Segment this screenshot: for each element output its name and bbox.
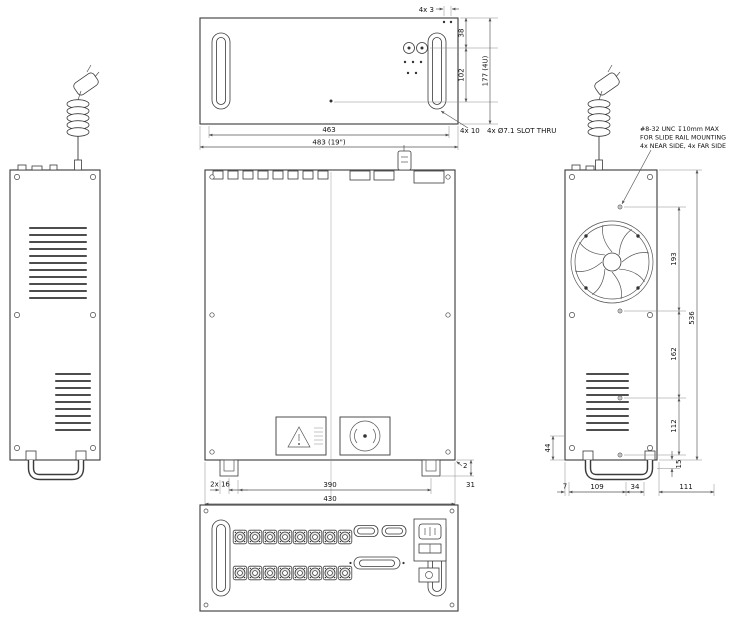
dim-side-111: 111 xyxy=(679,483,692,491)
cover-screws xyxy=(209,174,451,455)
dim-front-hole-pattern: 4x 3 xyxy=(419,6,434,14)
front-panel-view xyxy=(199,17,459,125)
dim-side-536: 536 xyxy=(688,311,696,325)
dim-top-2: 2 xyxy=(463,462,467,470)
top-view-dimensions: 2x 16 390 430 2 31 xyxy=(204,459,475,508)
dim-side-44: 44 xyxy=(544,443,552,452)
top-view xyxy=(204,145,456,497)
slide-rail-holes xyxy=(617,204,623,458)
dim-front-463: 463 xyxy=(322,126,335,134)
panel-screws-right xyxy=(569,174,653,451)
rear-corner-screws xyxy=(203,508,455,608)
front-handle-left xyxy=(219,459,239,477)
rack-slot-rear-left xyxy=(211,519,231,597)
note-slide-rail-line2: FOR SLIDE RAIL MOUNTING xyxy=(640,135,726,142)
vent-grille-lower xyxy=(54,372,92,432)
slide-rail-note: #8-32 UNC ↧10mm MAX FOR SLIDE RAIL MOUNT… xyxy=(621,126,726,205)
note-slide-rail-line3: 4x NEAR SIDE, 4x FAR SIDE xyxy=(640,143,726,150)
mains-plug-top xyxy=(397,145,412,171)
dim-front-height: 177 (4U) xyxy=(482,55,490,86)
panel-screws xyxy=(14,174,96,451)
note-slot-thru: 4x Ø7.1 SLOT THRU xyxy=(487,127,556,135)
dim-front-102: 102 xyxy=(458,68,466,81)
side-view-right xyxy=(564,164,658,481)
dim-front-38: 38 xyxy=(458,29,466,38)
vent-grille-upper xyxy=(28,226,88,300)
rack-slot-right xyxy=(427,32,447,110)
dim-side-15: 15 xyxy=(675,460,683,469)
front-dimensions: 4x 3 38 102 177 (4U) 463 483 (19") 4x 10… xyxy=(199,6,556,150)
carry-handle-right xyxy=(582,450,656,481)
dim-front-483: 483 (19") xyxy=(312,139,345,147)
dim-front-slot-offset: 4x 10 xyxy=(460,127,480,135)
front-center-hole xyxy=(329,99,333,103)
warning-label xyxy=(275,416,327,456)
dim-side-193: 193 xyxy=(670,252,678,265)
note-slide-rail-line1: #8-32 UNC ↧10mm MAX xyxy=(640,126,720,133)
dim-side-34: 34 xyxy=(631,483,640,491)
power-entry-module xyxy=(413,518,447,562)
dim-top-430: 430 xyxy=(323,495,336,503)
dim-side-112: 112 xyxy=(670,419,678,432)
dim-top-390: 390 xyxy=(323,481,336,489)
dim-top-31: 31 xyxy=(466,481,475,489)
dsub-connectors xyxy=(349,525,407,570)
power-switch xyxy=(418,567,440,583)
dim-side-109: 109 xyxy=(590,483,603,491)
dim-side-7: 7 xyxy=(563,483,567,491)
rear-panel-view xyxy=(199,504,459,612)
side-view-left xyxy=(9,164,101,481)
cooling-fan xyxy=(570,220,654,304)
power-cord-right xyxy=(587,64,622,171)
front-controls xyxy=(403,20,453,75)
carry-handle xyxy=(25,450,87,481)
rear-connector-bumps-right xyxy=(571,164,595,171)
dim-top-handle-width: 2x 16 xyxy=(210,481,230,489)
dim-side-162: 162 xyxy=(670,347,678,360)
front-handle-right xyxy=(421,459,441,477)
rack-slot-left xyxy=(211,32,231,110)
vent-grille-right xyxy=(585,372,630,432)
power-cord-left xyxy=(66,64,101,171)
rear-connector-bumps xyxy=(17,164,58,171)
certification-label xyxy=(339,416,391,456)
rear-edge-connectors xyxy=(212,170,445,184)
side-view-dimensions: 193 162 112 536 44 15 7 109 34 111 xyxy=(544,169,715,496)
